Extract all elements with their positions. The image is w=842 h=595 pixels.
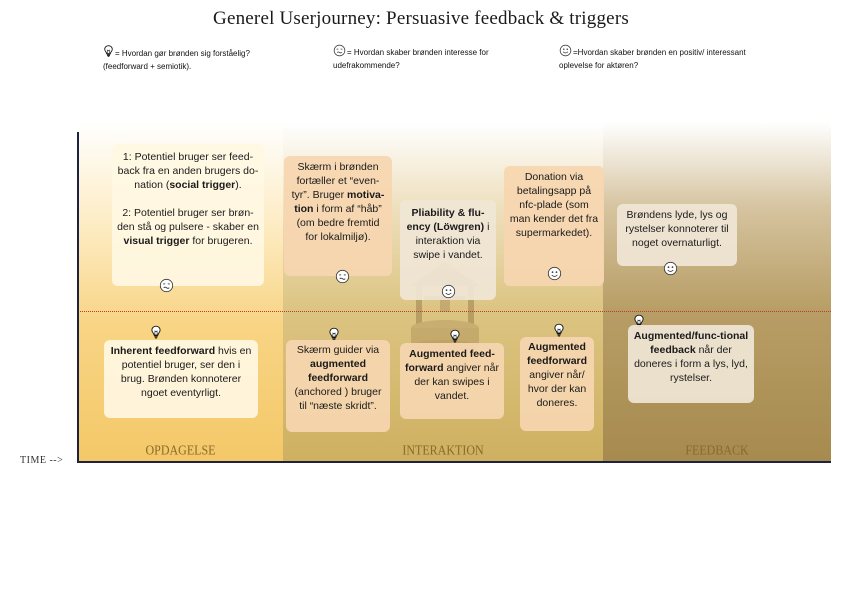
- card-text: angiver når/ hvor der kan doneres.: [527, 369, 587, 409]
- card-bold-text: motiva-tion: [294, 189, 385, 215]
- page-title: Generel Userjourney: Persuasive feedback…: [213, 8, 629, 29]
- card-bold-text: social trigger: [169, 179, 236, 191]
- card-text: (anchored ) bruger til “næste skridt”.: [294, 386, 382, 412]
- card-augmented-feedforward-donate: Augmented feedforward angiver når/ hvor …: [520, 337, 594, 431]
- legend-lightbulb: = Hvordan gør brønden sig forståelig? (f…: [103, 44, 293, 72]
- card-text: ).: [235, 179, 242, 191]
- lightbulb-icon: [553, 322, 565, 338]
- neutral-face-icon: [159, 278, 174, 293]
- neutral-face-icon: [333, 44, 346, 60]
- card-text: Brøndens lyde, lys og rystelser konnoter…: [625, 209, 729, 249]
- card-social-trigger: 1: Potentiel bruger ser feed-back fra en…: [112, 144, 264, 286]
- legend-lightbulb-text: = Hvordan gør brønden sig forståelig? (f…: [103, 49, 250, 71]
- card-bold-text: Inherent feedforward: [110, 345, 216, 357]
- card-functional-feedback: Augmented/func-tional feedback når der d…: [628, 325, 754, 403]
- neutral-face-icon: [335, 269, 350, 284]
- smile-face-icon: [663, 261, 678, 276]
- smile-face-icon: [559, 44, 572, 60]
- card-text: Skærm i brønden fortæller et “even-tyr”.…: [291, 161, 380, 201]
- card-sounds-lights: Brøndens lyde, lys og rystelser konnoter…: [617, 204, 737, 266]
- card-text: 2: Potentiel bruger ser brøn-den stå og …: [117, 207, 259, 233]
- phase-label: OPDAGELSE: [145, 441, 216, 458]
- card-text: Skærm guider via: [296, 344, 380, 356]
- card-bold-text: Augmented feedforward: [526, 341, 588, 367]
- phase-feedback: FEEDBACK: [603, 122, 831, 462]
- legend-smile: =Hvordan skaber brønden en positiv/ inte…: [559, 44, 759, 71]
- card-text: i interaktion via swipe i vandet.: [413, 221, 490, 261]
- smile-face-icon: [547, 266, 562, 281]
- card-bold-text: Augmented feed-forward: [405, 348, 495, 374]
- lightbulb-icon: [103, 44, 114, 61]
- lightbulb-icon: [449, 328, 461, 344]
- card-bold-text: augmented feedforward: [307, 358, 369, 384]
- card-text: for brugeren.: [189, 235, 253, 247]
- card-text: når der doneres i form a lys, lyd, ryste…: [634, 344, 748, 384]
- card-pliability: Pliability & flu-ency (Löwgren) i intera…: [400, 200, 496, 300]
- lightbulb-icon: [150, 324, 162, 340]
- card-text: Donation via betalingsapp på nfc-plade (…: [509, 171, 599, 239]
- time-axis-label: TIME -->: [20, 455, 64, 466]
- card-bold-text: Pliability & flu-ency (Löwgren): [406, 207, 485, 233]
- time-axis-line: [77, 461, 831, 463]
- card-text: angiver når der kan swipes i vandet.: [414, 362, 499, 402]
- card-motivation: Skærm i brønden fortæller et “even-tyr”.…: [284, 156, 392, 276]
- card-bold-text: visual trigger: [123, 235, 190, 247]
- card-augmented-feedforward-screen: Skærm guider via augmented feedforward (…: [286, 340, 390, 432]
- legend-smile-text: =Hvordan skaber brønden en positiv/ inte…: [559, 48, 746, 70]
- card-text: i form af “håb” (om bedre fremtid for lo…: [296, 203, 382, 243]
- card-bold-text: Augmented/func-tional feedback: [633, 330, 749, 356]
- card-donation: Donation via betalingsapp på nfc-plade (…: [504, 166, 604, 286]
- phase-label: INTERAKTION: [402, 441, 484, 458]
- y-axis-line: [77, 132, 79, 463]
- legend-neutral: = Hvordan skaber brønden interesse for u…: [333, 44, 533, 71]
- card-text: hvis en potentiel bruger, ser den i brug…: [120, 345, 252, 399]
- legend-neutral-text: = Hvordan skaber brønden interesse for u…: [333, 48, 489, 70]
- smile-face-icon: [441, 284, 456, 299]
- card-inherent-feedforward: Inherent feedforward hvis en potentiel b…: [104, 340, 258, 418]
- phase-label: FEEDBACK: [685, 441, 749, 458]
- card-augmented-feedforward-swipe: Augmented feed-forward angiver når der k…: [400, 343, 504, 419]
- divider-line: [78, 311, 831, 312]
- card-text: 1: Potentiel bruger ser feed-back fra en…: [117, 151, 259, 191]
